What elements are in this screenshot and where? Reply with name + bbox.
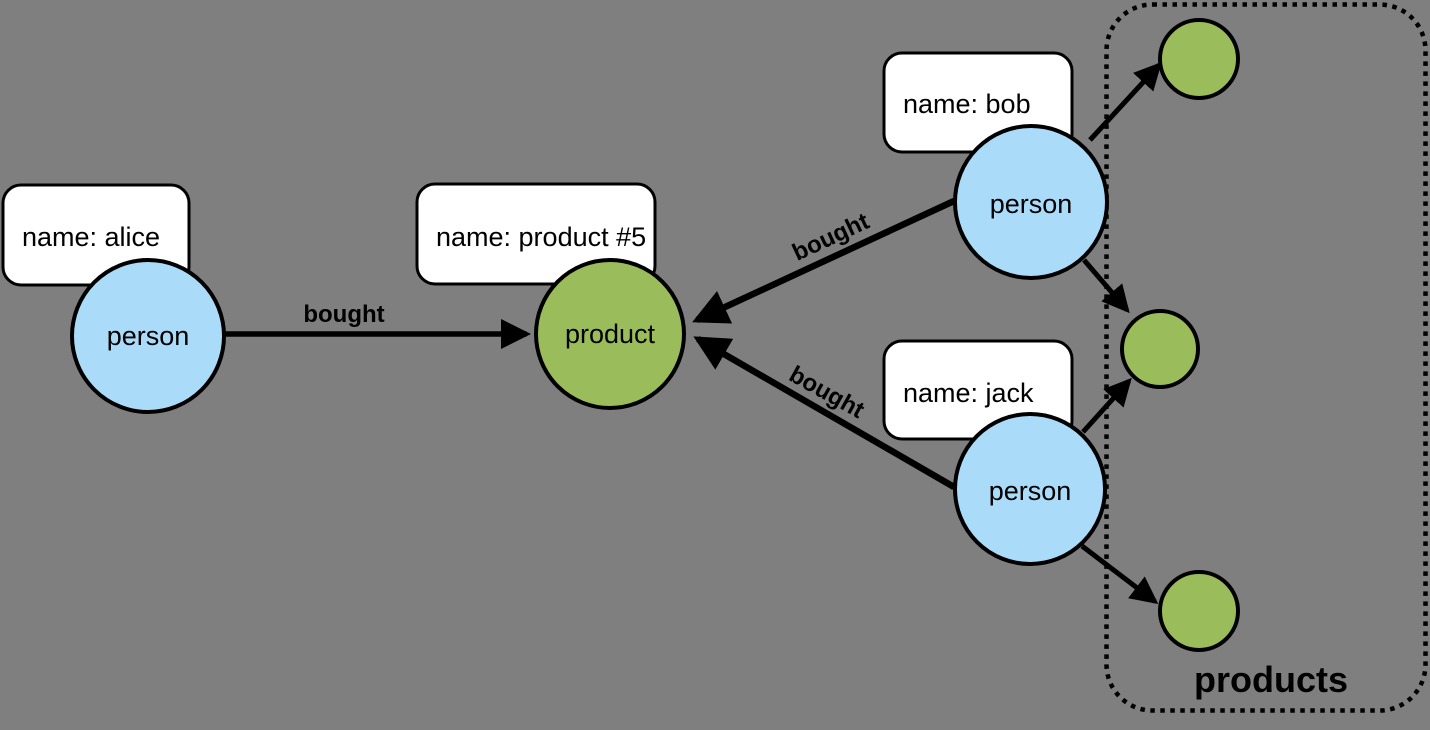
property-label-bob: name: bob (903, 89, 1031, 119)
property-label-jack: name: jack (903, 378, 1034, 408)
node-label-alice: person (107, 321, 190, 351)
property-label-product5: name: product #5 (436, 222, 646, 252)
node-bob (953, 124, 1109, 280)
edge-jack-to-product-middle (1081, 377, 1132, 434)
edge-jack-to-product-bottom (1080, 544, 1159, 604)
edge-bob-to-product-top (1088, 61, 1162, 142)
node-product-middle (1120, 309, 1200, 389)
products-group: products (1104, 2, 1428, 713)
nodes: person product person person (70, 18, 1240, 652)
node-product5 (534, 258, 686, 410)
products-group-label: products (1194, 659, 1348, 700)
edge-bob-bought-product (692, 198, 956, 324)
node-label-jack: person (989, 476, 1072, 506)
property-box-product5 (415, 182, 657, 286)
node-alice (70, 258, 226, 414)
node-label-bob: person (990, 189, 1073, 219)
edge-bob-to-product-middle (1082, 258, 1130, 314)
edges (225, 61, 1162, 604)
products-group-border (1104, 2, 1428, 713)
edge-jack-bought-product (693, 336, 956, 490)
node-label-product5: product (565, 319, 656, 349)
node-product-bottom (1158, 570, 1240, 652)
node-jack (953, 412, 1107, 566)
property-label-alice: name: alice (22, 222, 160, 252)
node-product-top (1158, 18, 1240, 100)
edge-label-alice-bought: bought (303, 301, 384, 328)
